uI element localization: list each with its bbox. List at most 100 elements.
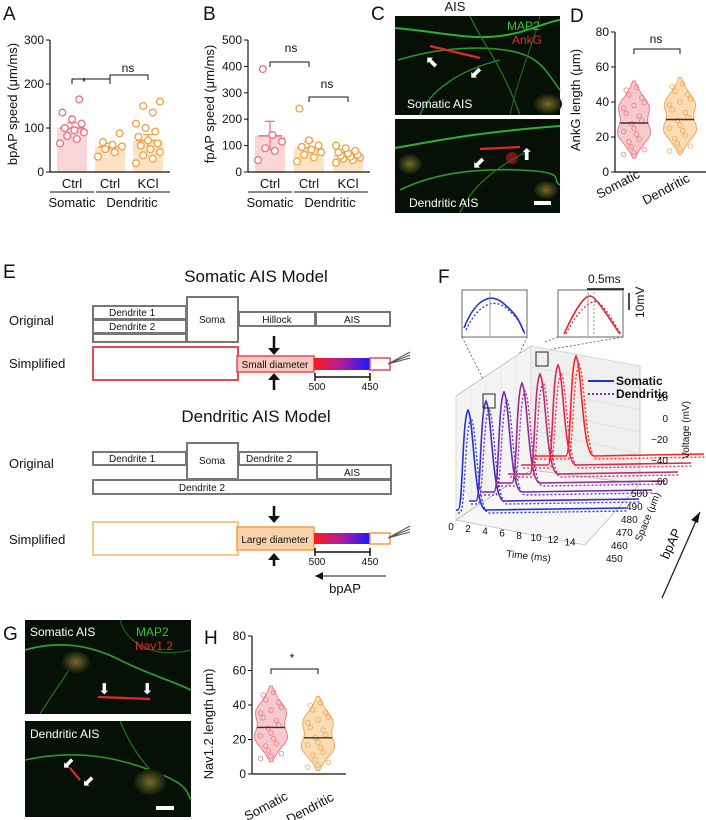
data-point <box>63 131 72 140</box>
data-point <box>268 707 274 713</box>
data-point <box>628 144 635 150</box>
grid-line <box>530 387 641 411</box>
dendritic-original-label: Original <box>9 456 54 471</box>
data-point <box>641 99 648 106</box>
panel-label-b: B <box>203 4 216 25</box>
data-point <box>623 87 629 93</box>
data-point <box>666 125 673 131</box>
data-point <box>253 156 263 165</box>
data-point <box>139 151 148 160</box>
y-tick-label: 300 <box>222 86 242 100</box>
panel-c-top-image: ⬉ ⬋ MAP2 AnkG Somatic AIS <box>394 15 562 116</box>
data-point <box>292 157 302 166</box>
data-point <box>620 151 627 158</box>
panel-b-ylabel: fpAP speed (μm/ms) <box>202 45 217 164</box>
panel-a-dendritic: Dendritic <box>106 195 158 210</box>
data-point <box>304 742 311 748</box>
data-point <box>134 132 143 141</box>
data-point <box>672 135 678 142</box>
data-point <box>270 735 277 742</box>
arrow-icon: ⬋ <box>82 772 95 790</box>
dendritic-ais: AIS <box>344 468 360 479</box>
trace-somatic <box>469 399 640 502</box>
panel-label-h: H <box>204 628 218 649</box>
data-point <box>260 692 266 698</box>
data-point <box>108 140 117 149</box>
panel-c: C AIS ⬉ ⬋ MAP2 AnkG Somatic AIS ⬋ <box>371 0 562 214</box>
data-point <box>139 101 148 111</box>
y-tick-label: 200 <box>222 112 242 126</box>
data-point <box>295 104 304 113</box>
data-point <box>98 138 107 147</box>
y-tick-label: 40 <box>596 95 610 109</box>
inset-connector <box>544 336 559 343</box>
significance-bracket <box>633 48 681 54</box>
data-point <box>331 158 341 167</box>
somatic-hillock: Hillock <box>262 315 292 326</box>
data-point <box>155 97 165 106</box>
panel-g-nav-label: Nav1.2 <box>135 639 173 653</box>
data-point <box>341 144 350 153</box>
data-point <box>633 131 640 137</box>
significance-bracket <box>269 61 310 67</box>
dendritic-dendrite2-lower: Dendrite 2 <box>179 483 226 494</box>
data-point <box>315 739 321 745</box>
y-tick-label: 80 <box>596 25 610 39</box>
data-point <box>315 717 321 723</box>
grid-line <box>530 366 641 389</box>
y-tick-label: 100 <box>24 121 44 135</box>
arrow-icon: ⬇ <box>141 680 154 698</box>
data-point <box>312 756 319 763</box>
data-point <box>679 81 686 87</box>
data-point <box>131 119 141 128</box>
data-point <box>304 764 311 770</box>
panel-label-d: D <box>570 6 584 27</box>
panel-b-sig-2: ns <box>321 77 334 91</box>
dendritic-pos-500: 500 <box>309 557 326 568</box>
panel-b-somatic: Somatic <box>247 195 294 210</box>
panel-a-somatic: Somatic <box>49 195 96 210</box>
somatic-simplified-diagram <box>92 336 411 390</box>
data-point <box>141 123 150 133</box>
data-point <box>626 92 632 98</box>
data-point <box>300 150 309 159</box>
panel-c-top-caption: Somatic AIS <box>407 97 472 111</box>
y-tick-label: 400 <box>222 59 242 73</box>
data-point <box>260 715 266 721</box>
data-point <box>151 127 160 136</box>
voltage-tick-label: −20 <box>651 435 668 446</box>
trace-somatic <box>495 381 666 484</box>
inset-connector <box>461 336 493 398</box>
data-point <box>72 134 81 144</box>
data-point <box>317 744 324 751</box>
time-tick-label: 4 <box>482 526 488 537</box>
inset-dendritic <box>557 289 624 338</box>
panel-c-ankg-label: AnkG <box>512 33 542 47</box>
data-point <box>58 108 67 117</box>
panel-label-e: E <box>3 262 16 283</box>
data-point <box>631 149 637 156</box>
data-point <box>277 137 287 146</box>
data-point <box>307 702 313 708</box>
time-scale-label: 0.5ms <box>588 272 621 286</box>
data-point <box>631 102 637 109</box>
data-point <box>307 724 313 731</box>
data-point <box>633 84 640 91</box>
data-point <box>351 146 360 155</box>
data-point <box>75 95 84 104</box>
y-tick-label: 60 <box>233 664 247 678</box>
somatic-model-title: Somatic AIS Model <box>184 267 328 286</box>
data-point <box>325 714 332 721</box>
bpap-arrowhead <box>691 512 700 523</box>
panel-a-group-ctrl-1: Ctrl <box>62 176 82 191</box>
scale-bar <box>156 806 174 810</box>
panel-b-group-ctrl-2: Ctrl <box>299 176 319 191</box>
panel-h-ylabel: Nav1.2 length (μm) <box>201 669 216 780</box>
trace-dendritic <box>497 389 668 487</box>
data-point <box>682 132 688 139</box>
grid-line <box>530 408 641 433</box>
space-tick-label: 470 <box>616 528 633 539</box>
